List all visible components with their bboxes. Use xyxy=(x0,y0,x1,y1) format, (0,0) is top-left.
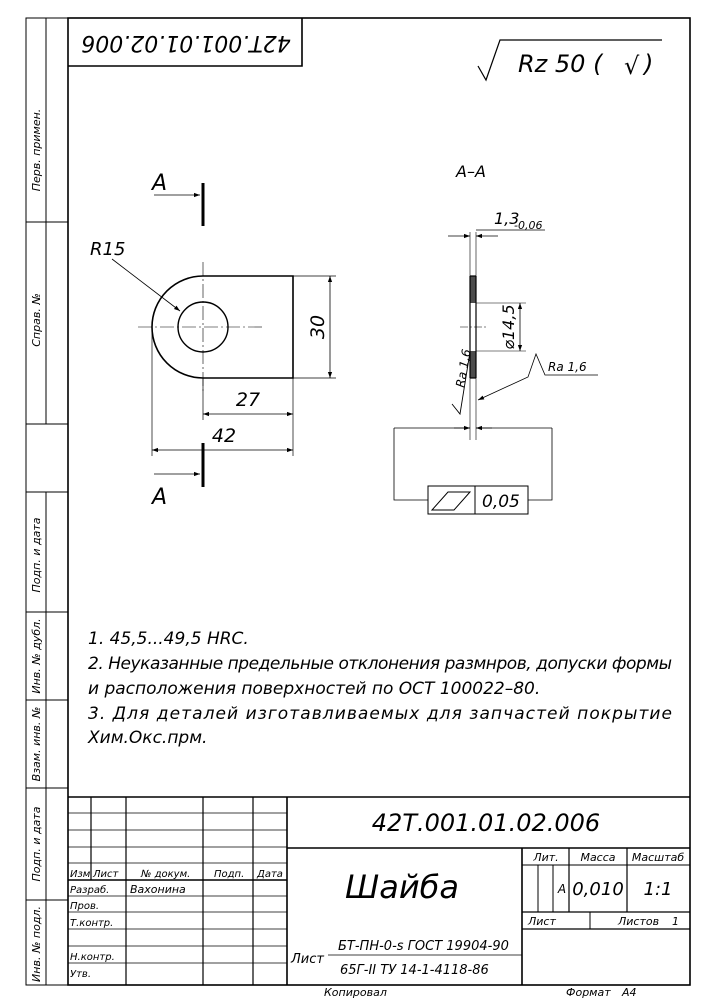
flatness-icon xyxy=(430,491,472,511)
tb-material-bottom: 65Г-II ТУ 14-1-4118-86 xyxy=(340,963,489,978)
tb-material-top: БТ-ПН-0-s ГОСТ 19904-90 xyxy=(338,939,509,954)
tb-tkontr-label: Т.контр. xyxy=(70,918,113,929)
label-podp-data-2: Подп. и дата xyxy=(30,806,43,881)
note-3: 3. Для деталей изготавливаемых для запча… xyxy=(88,704,672,724)
tb-col-list: Лист xyxy=(92,869,120,880)
thickness-tol: -0,06 xyxy=(514,219,542,232)
margin-labels: Перв. примен. Справ. № Подп. и дата Инв.… xyxy=(30,109,43,982)
radius-label: R15 xyxy=(90,239,125,260)
tb-kopiroval: Копировал xyxy=(324,986,387,999)
note-1: 1. 45,5...49,5 HRC. xyxy=(88,629,249,649)
title-block-text: 42Т.001.01.02.006 Шайба Изм Лист № докум… xyxy=(70,809,684,999)
section-title: А–А xyxy=(455,162,486,181)
tb-col-izm: Изм xyxy=(70,869,91,880)
roughness-side: Ra 1,6 xyxy=(548,360,587,374)
tb-part-name: Шайба xyxy=(345,868,459,906)
roughness-close-paren: ) xyxy=(642,50,653,78)
tb-masshtab-label: Масштаб xyxy=(632,851,684,864)
general-roughness-symbol: Rz 50 ( √ ) xyxy=(477,39,662,82)
roughness-face: Ra 1,6 xyxy=(453,348,474,389)
flatness-tol: 0,05 xyxy=(482,492,520,512)
tb-designation: 42Т.001.01.02.006 xyxy=(372,809,600,837)
tb-col-podp: Подп. xyxy=(214,869,244,880)
height-dim: 30 xyxy=(307,315,329,339)
length-dim-27: 27 xyxy=(236,389,260,411)
tb-col-data: Дата xyxy=(256,869,283,880)
section-mark-bottom: А xyxy=(150,485,167,510)
tb-lit-value: А xyxy=(557,882,566,896)
label-inv-dubl: Инв. № дубл. xyxy=(30,618,43,693)
section-view: А–А 1,3 -0,06 ⌀14,5 Ra 1,6 Ra 1,6 xyxy=(393,162,598,515)
title-block xyxy=(68,796,690,985)
tb-material-prefix: Лист xyxy=(290,952,324,967)
technical-notes: 1. 45,5...49,5 HRC. 2. Неуказанные преде… xyxy=(87,629,672,748)
tb-format-value: А4 xyxy=(621,986,637,999)
label-vzam-inv: Взам. инв. № xyxy=(30,707,43,782)
note-2-cont: и расположения поверхностей по ОСТ 10002… xyxy=(88,679,540,699)
section-mark-top: А xyxy=(150,171,167,196)
label-podp-data-1: Подп. и дата xyxy=(30,517,43,592)
tb-listov-value: 1 xyxy=(672,915,679,928)
tb-massa-label: Масса xyxy=(580,851,615,864)
main-view: R15 30 27 42 А А xyxy=(90,171,336,510)
hole-diameter: ⌀14,5 xyxy=(499,304,518,349)
tb-razrab-name: Вахонина xyxy=(130,883,186,896)
rotated-stamp: 42Т.001.01.02.006 xyxy=(68,18,303,67)
stamp-designation: 42Т.001.01.02.006 xyxy=(81,30,290,55)
tb-nkontr-label: Н.контр. xyxy=(70,952,115,963)
roughness-check-mark: √ xyxy=(624,52,640,80)
tb-list-label: Лист xyxy=(527,915,556,928)
thickness-main: 1,3 xyxy=(494,209,519,228)
label-inv-podl: Инв. № подл. xyxy=(30,906,43,982)
label-perv-primen: Перв. примен. xyxy=(30,109,43,192)
note-3-cont: Хим.Окс.прм. xyxy=(87,728,207,748)
tb-listov-label: Листов xyxy=(617,915,659,928)
note-2: 2. Неуказанные предельные отклонения раз… xyxy=(88,654,672,674)
tb-utv-label: Утв. xyxy=(70,969,91,980)
tb-masshtab-value: 1:1 xyxy=(644,879,673,900)
tb-format-label: Формат xyxy=(566,986,611,999)
label-sprav-no: Справ. № xyxy=(30,293,43,347)
tb-razrab-label: Разраб. xyxy=(70,884,109,896)
tb-lit-label: Лит. xyxy=(532,851,558,864)
tb-prov-label: Пров. xyxy=(70,901,99,912)
washer-outline xyxy=(151,275,294,379)
length-dim-42: 42 xyxy=(212,425,236,447)
sheet-frame xyxy=(25,17,691,986)
tb-col-dokum: № докум. xyxy=(140,869,190,880)
roughness-general-text: Rz 50 ( xyxy=(518,50,604,78)
tb-massa-value: 0,010 xyxy=(572,879,624,900)
